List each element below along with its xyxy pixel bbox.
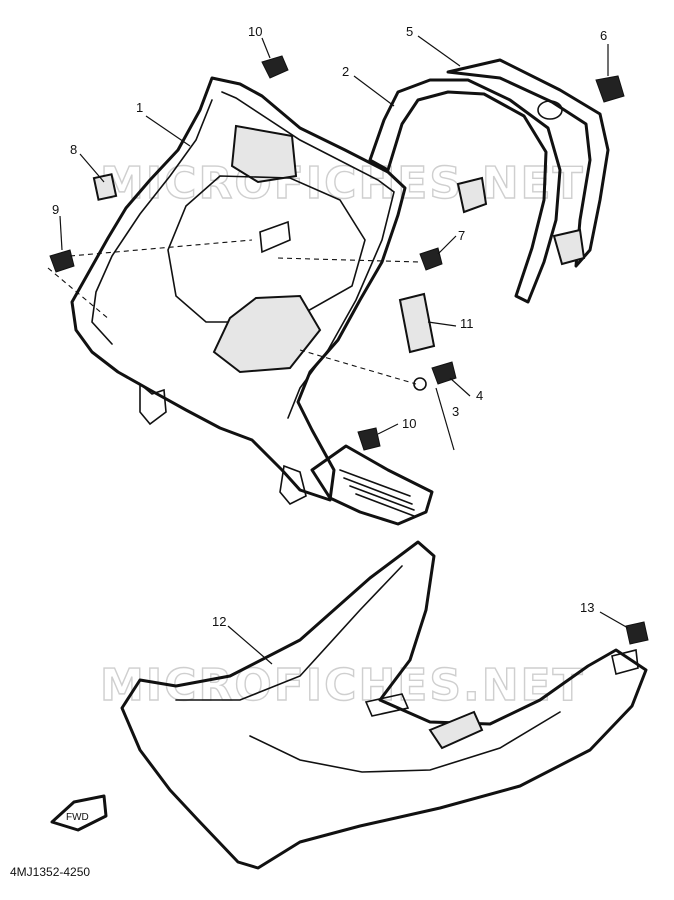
callout-9: 9	[52, 202, 59, 217]
callout-3: 3	[452, 404, 459, 419]
screw-9-icon	[49, 249, 75, 273]
step-grille	[310, 444, 434, 526]
bolt-10-lower-icon	[357, 427, 381, 451]
grommet-6-icon	[595, 75, 625, 103]
callout-4: 4	[476, 388, 483, 403]
callout-2: 2	[342, 64, 349, 79]
callout-7: 7	[458, 228, 465, 243]
nut-3-icon	[413, 377, 427, 391]
callout-1: 1	[136, 100, 143, 115]
hardware-items	[49, 55, 649, 645]
callout-13: 13	[580, 600, 594, 615]
callout-6: 6	[600, 28, 607, 43]
callout-5: 5	[406, 24, 413, 39]
label-8-icon	[92, 173, 118, 201]
callout-10-upper: 10	[248, 24, 262, 39]
callout-12: 12	[212, 614, 226, 629]
callout-10-lower: 10	[402, 416, 416, 431]
front-arrow: FWD	[50, 794, 108, 832]
nut-13-icon	[625, 621, 649, 645]
leader-lines	[59, 35, 629, 665]
screw-7-icon	[419, 247, 443, 271]
lower-cover-part	[120, 540, 648, 870]
leg-shield-part	[70, 76, 407, 505]
callout-8: 8	[70, 142, 77, 157]
callout-labels: 1 2 3 4 5 6 7 8 9 10 10 11 12 13	[52, 24, 607, 629]
front-label: FWD	[66, 812, 89, 823]
callout-11: 11	[460, 316, 474, 331]
assembly-lines	[47, 239, 421, 385]
bolt-10-upper-icon	[261, 55, 289, 79]
watermark-upper: MICROFICHES.NET	[100, 158, 585, 209]
bracket-11-icon	[398, 292, 436, 354]
frame-rail-part	[368, 58, 610, 304]
part-code: 4MJ1352-4250	[10, 865, 90, 879]
